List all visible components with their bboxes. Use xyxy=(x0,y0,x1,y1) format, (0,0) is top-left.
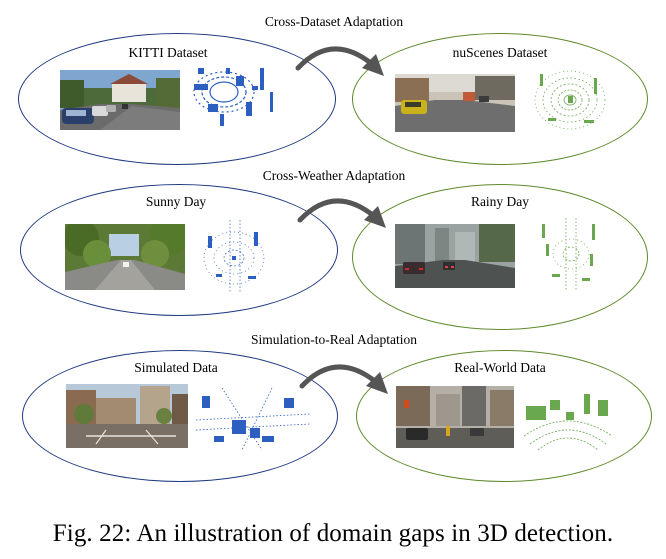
target-ellipse-rainy xyxy=(352,184,648,330)
source-ellipse-sunny xyxy=(20,184,338,316)
real-world-point-cloud xyxy=(523,394,613,451)
target-ellipse-real-world xyxy=(356,350,652,482)
adaptation-arrow-1 xyxy=(295,46,384,76)
target-label-real-world: Real-World Data xyxy=(454,360,546,375)
real-world-camera-image xyxy=(396,386,514,448)
adaptation-arrow-2 xyxy=(297,198,386,228)
target-label-nuscenes: nuScenes Dataset xyxy=(452,45,548,60)
kitti-point-cloud xyxy=(193,68,273,126)
source-label-simulated: Simulated Data xyxy=(134,360,218,375)
source-label-kitti: KITTI Dataset xyxy=(128,45,208,60)
rainy-camera-image xyxy=(395,224,515,288)
adaptation-arrow-3 xyxy=(299,364,388,394)
figure-caption: Fig. 22: An illustration of domain gaps … xyxy=(52,520,614,547)
target-ellipse-nuscenes xyxy=(352,33,648,165)
simulated-camera-image xyxy=(66,384,188,448)
source-label-sunny: Sunny Day xyxy=(145,194,207,209)
nuscenes-camera-image xyxy=(395,74,515,132)
target-label-rainy: Rainy Day xyxy=(470,194,530,209)
rainy-point-cloud xyxy=(542,218,595,290)
sunny-point-cloud xyxy=(203,220,265,292)
source-ellipse-kitti xyxy=(18,33,336,165)
sunny-camera-image xyxy=(65,224,185,290)
row-title-sim-to-real: Simulation-to-Real Adaptation xyxy=(250,332,418,347)
source-ellipse-simulated xyxy=(22,350,338,482)
simulated-point-cloud xyxy=(195,387,311,451)
row-title-cross-dataset: Cross-Dataset Adaptation xyxy=(264,14,404,29)
row-title-cross-weather: Cross-Weather Adaptation xyxy=(262,168,406,183)
nuscenes-point-cloud xyxy=(534,70,606,130)
kitti-camera-image xyxy=(60,70,180,130)
